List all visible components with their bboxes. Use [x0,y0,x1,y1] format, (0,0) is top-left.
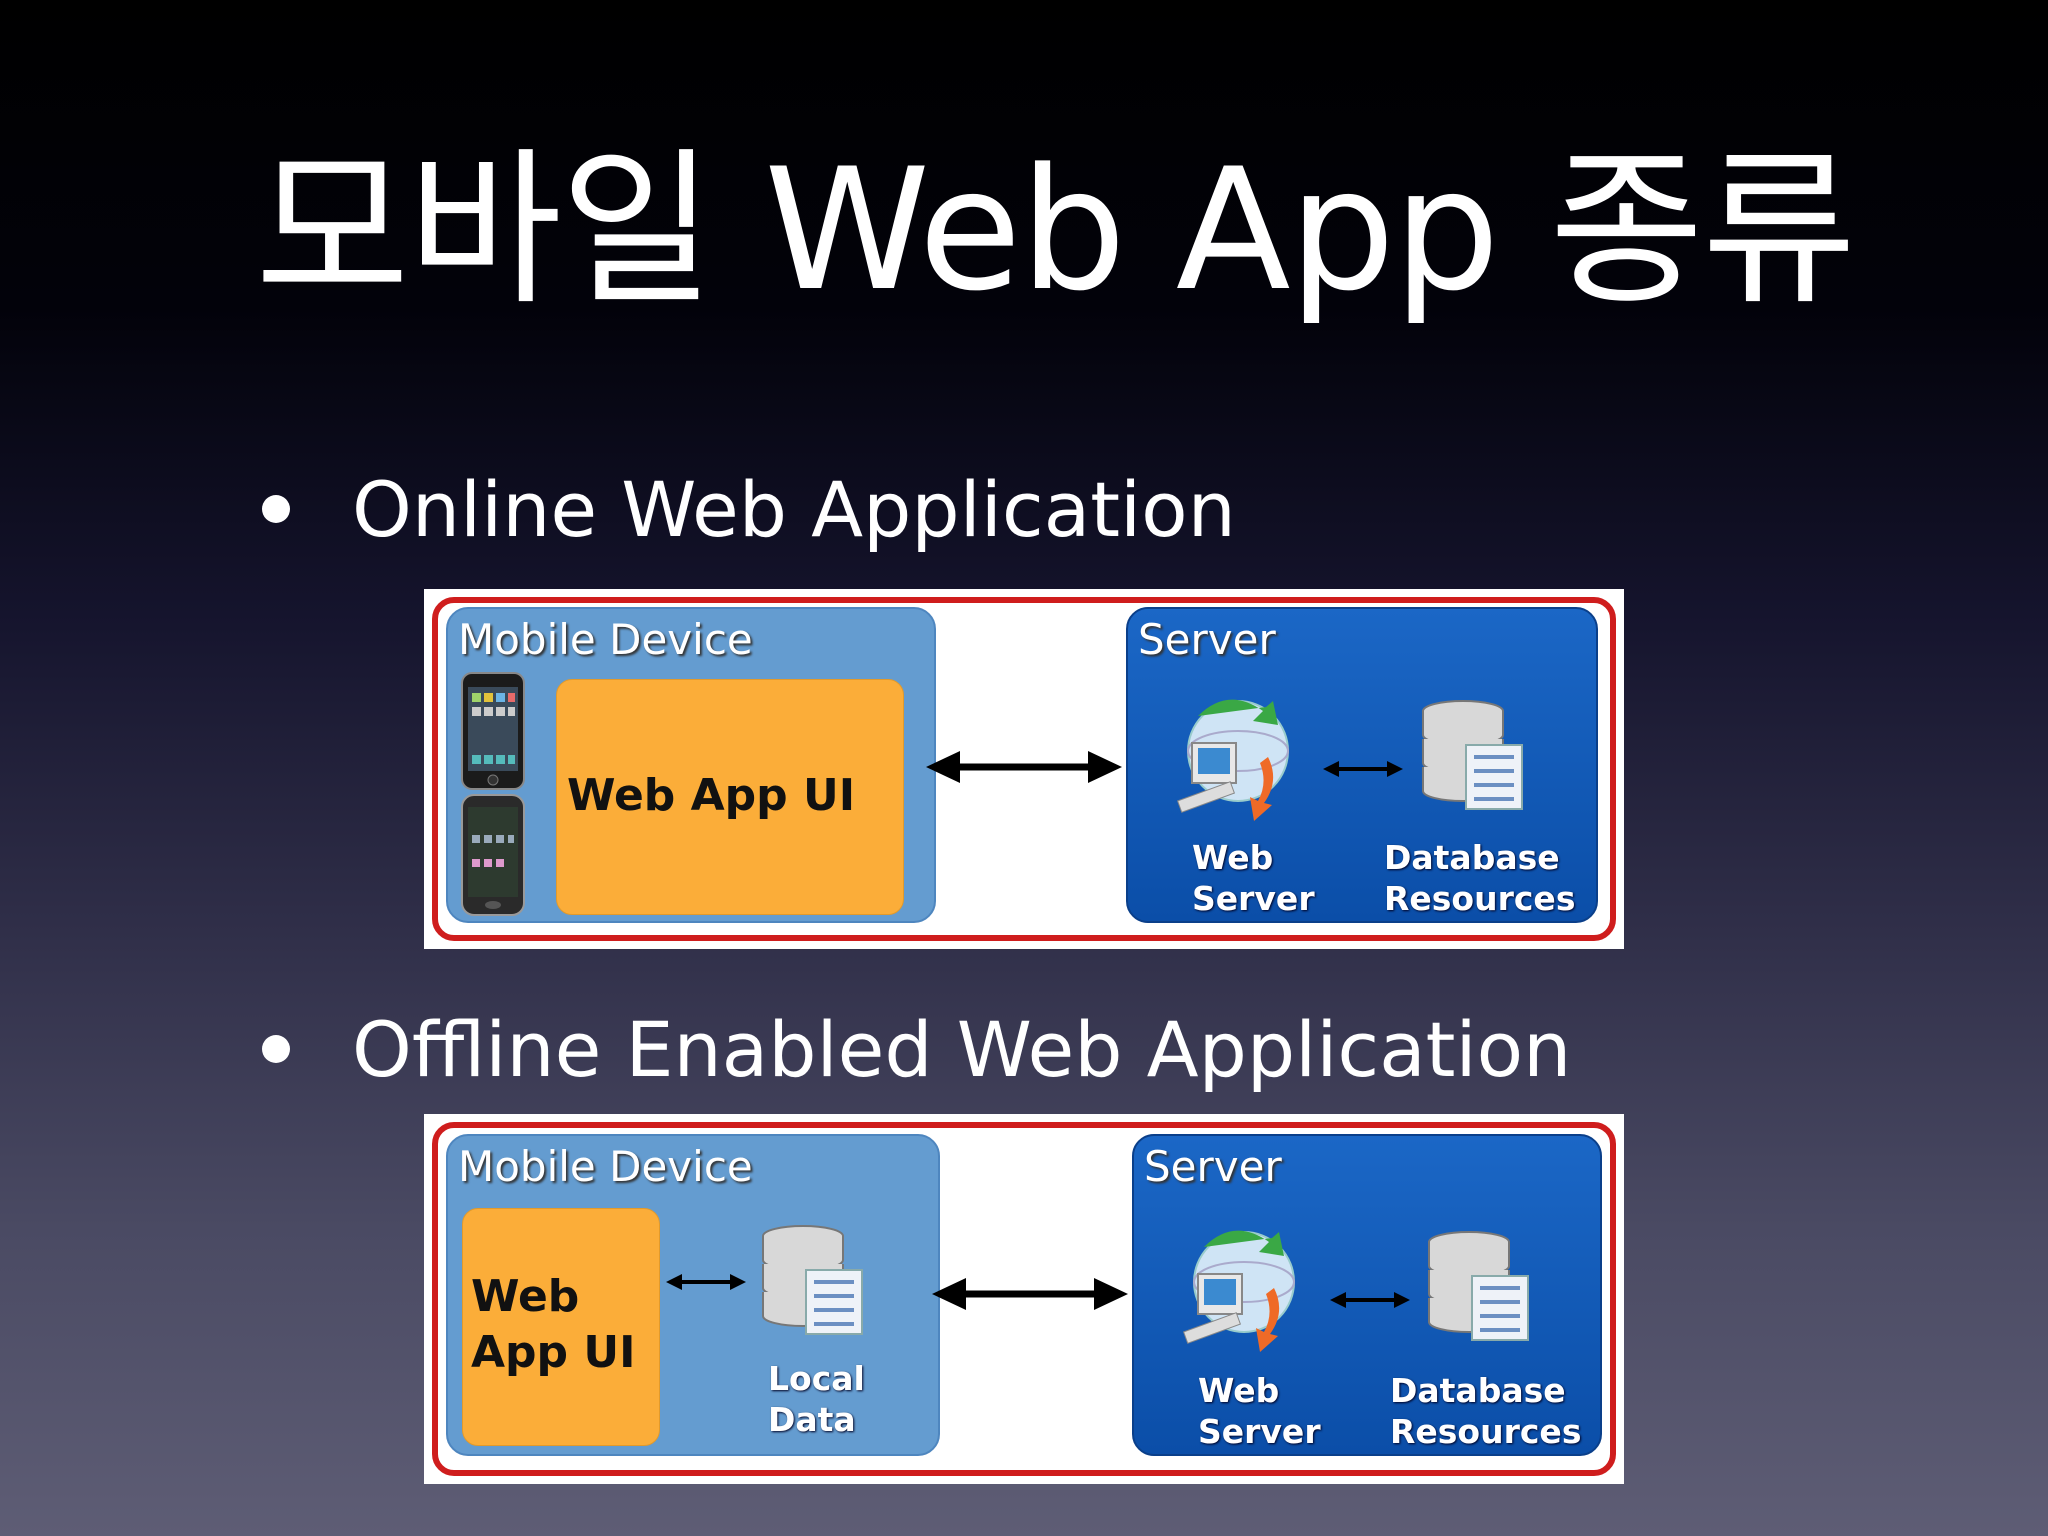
bidirectional-arrow-icon [926,751,1122,783]
bullet-offline: Offline Enabled Web Application [262,1005,1571,1095]
database-icon [1422,700,1523,810]
local-database-icon [762,1225,863,1335]
bullet-online: Online Web Application [262,465,1236,555]
bullet-dot [262,495,290,523]
web-server-caption-line2: Server [1192,879,1315,918]
web-server-icon [1176,699,1289,821]
web-app-ui-line1: Web [471,1271,580,1322]
database-caption-line1: Database [1390,1371,1566,1410]
web-server-caption: Web Server [1198,1370,1321,1452]
database-icon [1428,1231,1529,1341]
small-bidirectional-arrow-icon [666,1274,746,1290]
small-bidirectional-arrow-icon [1330,1292,1410,1308]
web-server-caption-line2: Server [1198,1412,1321,1451]
database-caption-line1: Database [1384,838,1560,877]
database-caption-line2: Resources [1384,879,1576,918]
web-app-ui-box: Web App UI [556,679,904,915]
android-phone-icon [461,794,525,916]
database-caption: Database Resources [1384,837,1575,919]
web-app-ui-line2: App UI [471,1327,636,1378]
server-label: Server [1144,1142,1282,1191]
offline-diagram: Mobile Device Web App UI Local Data [424,1114,1624,1484]
mobile-device-label: Mobile Device [458,1142,753,1191]
database-caption: Database Resources [1390,1370,1581,1452]
server-panel: Server Web Server [1132,1134,1602,1456]
web-server-caption: Web Server [1192,837,1315,919]
web-app-ui-label: Web App UI [471,1269,635,1381]
mobile-device-panel: Mobile Device Web App UI [446,607,936,923]
diagram-frame [432,597,1616,941]
web-app-ui-label: Web App UI [567,770,856,821]
server-label: Server [1138,615,1276,664]
web-server-icon [1182,1230,1295,1352]
online-diagram: Mobile Device Web App UI Server [424,589,1624,949]
diagram-frame [432,1122,1616,1476]
server-panel: Server Web [1126,607,1598,923]
database-caption-line2: Resources [1390,1412,1582,1451]
slide-title: 모바일 Web App 종류 [255,132,1856,328]
bullet-offline-text: Offline Enabled Web Application [352,1005,1572,1094]
bullet-dot [262,1035,290,1063]
local-data-caption-line1: Local [768,1359,865,1398]
bullet-online-text: Online Web Application [352,465,1236,554]
mobile-device-panel: Mobile Device Web App UI Local Data [446,1134,940,1456]
bidirectional-arrow-icon [932,1278,1128,1310]
mobile-device-label: Mobile Device [458,615,753,664]
local-data-caption-line2: Data [768,1400,856,1439]
iphone-icon [461,672,525,790]
local-data-caption: Local Data [768,1358,865,1440]
web-server-caption-line1: Web [1198,1371,1280,1410]
web-server-caption-line1: Web [1192,838,1274,877]
small-bidirectional-arrow-icon [1323,761,1403,777]
web-app-ui-box: Web App UI [462,1208,660,1446]
